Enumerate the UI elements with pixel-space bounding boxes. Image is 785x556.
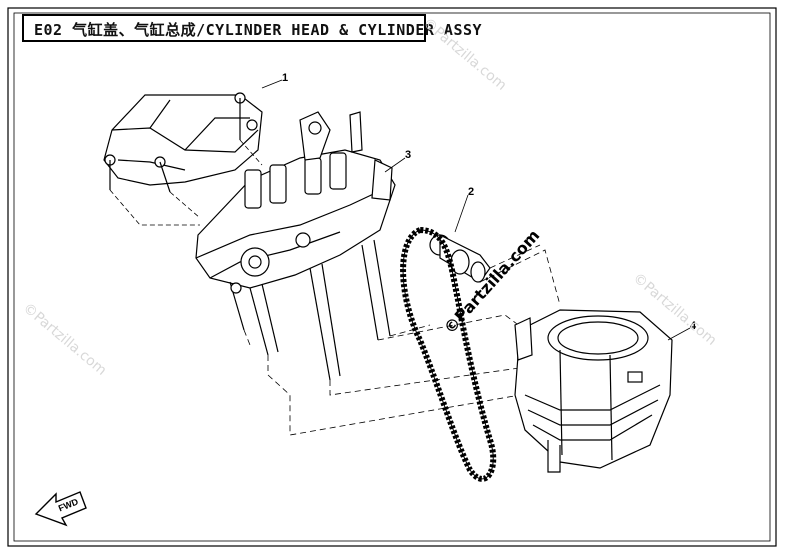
cylinder-head[interactable] (195, 111, 396, 381)
alignment-lines-cover (109, 139, 263, 226)
cylinder-head-cover[interactable] (103, 92, 263, 193)
callout-4[interactable]: 4 (690, 320, 697, 332)
title-code: E02 (34, 21, 63, 39)
leader-line-4 (667, 327, 691, 341)
callout-2[interactable]: 2 (468, 186, 475, 198)
alignment-lines-cylinder (243, 244, 561, 436)
timing-chain[interactable] (400, 226, 497, 482)
title-box: E02 气缸盖、气缸总成/CYLINDER HEAD & CYLINDER AS… (22, 14, 482, 42)
callout-1[interactable]: 1 (282, 72, 289, 84)
leader-line-3 (384, 157, 406, 173)
page-title: E02 气缸盖、气缸总成/CYLINDER HEAD & CYLINDER AS… (34, 19, 482, 40)
camshaft[interactable] (429, 234, 491, 283)
callout-3[interactable]: 3 (405, 149, 412, 161)
title-text: 气缸盖、气缸总成/CYLINDER HEAD & CYLINDER ASSY (72, 21, 483, 39)
inner-frame (13, 12, 771, 542)
outer-frame (7, 7, 777, 547)
leader-line-1 (261, 79, 283, 89)
cylinder-block[interactable] (514, 309, 673, 473)
fwd-arrow-icon (34, 491, 87, 527)
leader-line-2 (454, 194, 469, 233)
